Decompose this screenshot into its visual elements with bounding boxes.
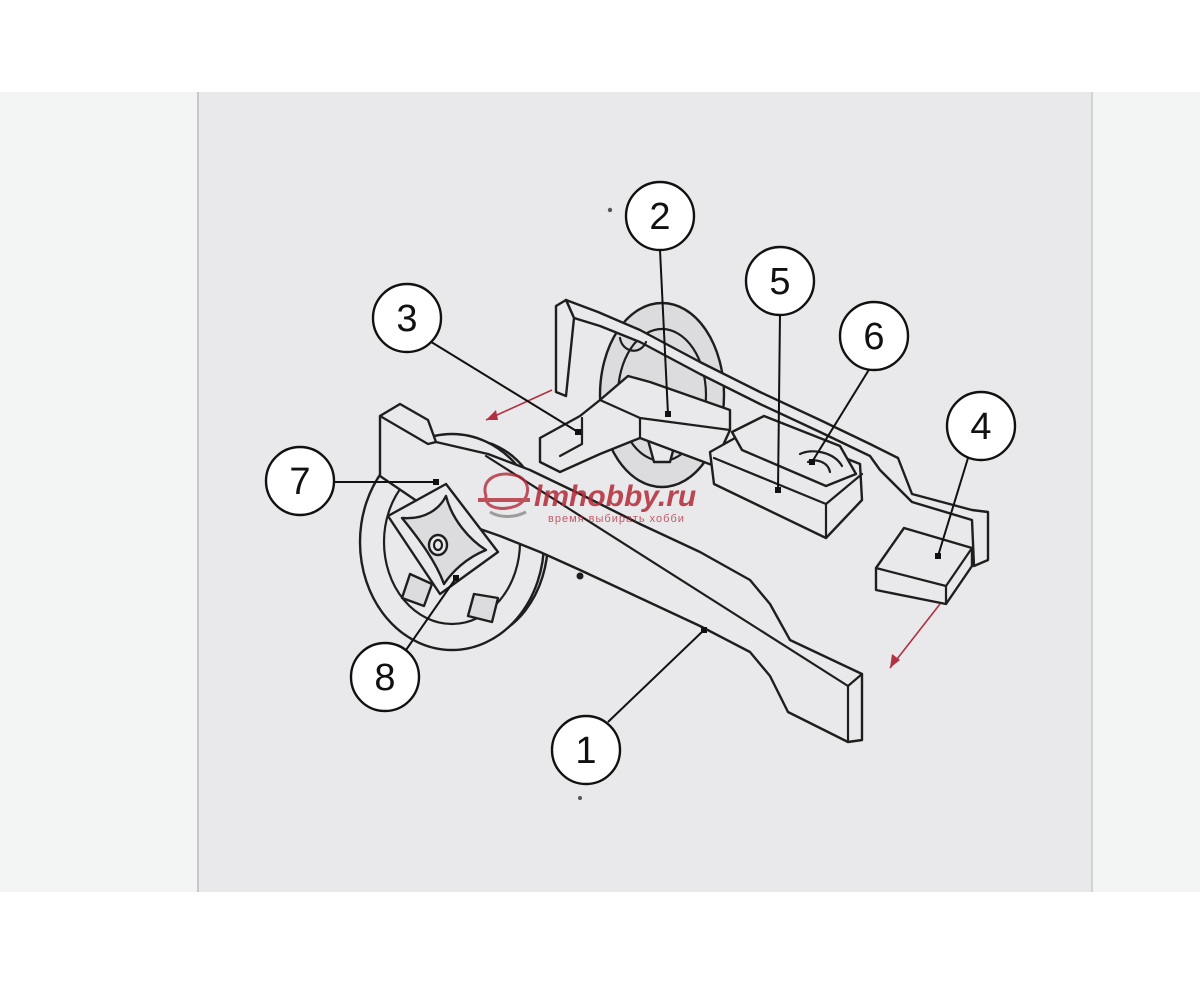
watermark-tagline: время выбирать хобби xyxy=(548,513,685,525)
bottom-margin xyxy=(0,892,1200,982)
callout-number: 3 xyxy=(396,298,417,340)
cross-beam xyxy=(538,374,732,474)
callout-number: 5 xyxy=(769,261,790,303)
callout-number: 2 xyxy=(649,196,670,238)
watermark-logo-icon xyxy=(478,472,530,518)
right-surface xyxy=(1090,92,1200,892)
hub-cap xyxy=(386,482,500,596)
callout-2: 2 xyxy=(624,180,696,252)
back-side-frame xyxy=(554,298,990,568)
top-margin xyxy=(0,0,1200,92)
callout-4: 4 xyxy=(945,390,1017,462)
watermark: lmhobby.ru время выбирать хобби xyxy=(478,472,696,525)
callout-number: 1 xyxy=(575,730,596,772)
watermark-name: lmhobby.ru xyxy=(534,480,696,513)
callout-number: 7 xyxy=(289,461,310,503)
paper-speck xyxy=(607,207,613,213)
callout-number: 6 xyxy=(863,316,884,358)
callout-3: 3 xyxy=(371,282,443,354)
assembly-arrow-left xyxy=(485,389,553,421)
assembly-arrow-right xyxy=(889,603,941,669)
callout-8: 8 xyxy=(349,641,421,713)
trail-block xyxy=(874,526,974,606)
callout-leaders xyxy=(332,249,969,723)
callout-1: 1 xyxy=(550,714,622,786)
callout-number: 8 xyxy=(374,657,395,699)
callout-5: 5 xyxy=(744,245,816,317)
callout-number: 4 xyxy=(970,406,991,448)
callout-6: 6 xyxy=(838,300,910,372)
paper-speck xyxy=(578,796,582,800)
front-side-frame xyxy=(378,402,864,744)
elevation-quoin xyxy=(730,414,858,488)
left-surface xyxy=(0,92,200,892)
callout-7: 7 xyxy=(264,445,336,517)
